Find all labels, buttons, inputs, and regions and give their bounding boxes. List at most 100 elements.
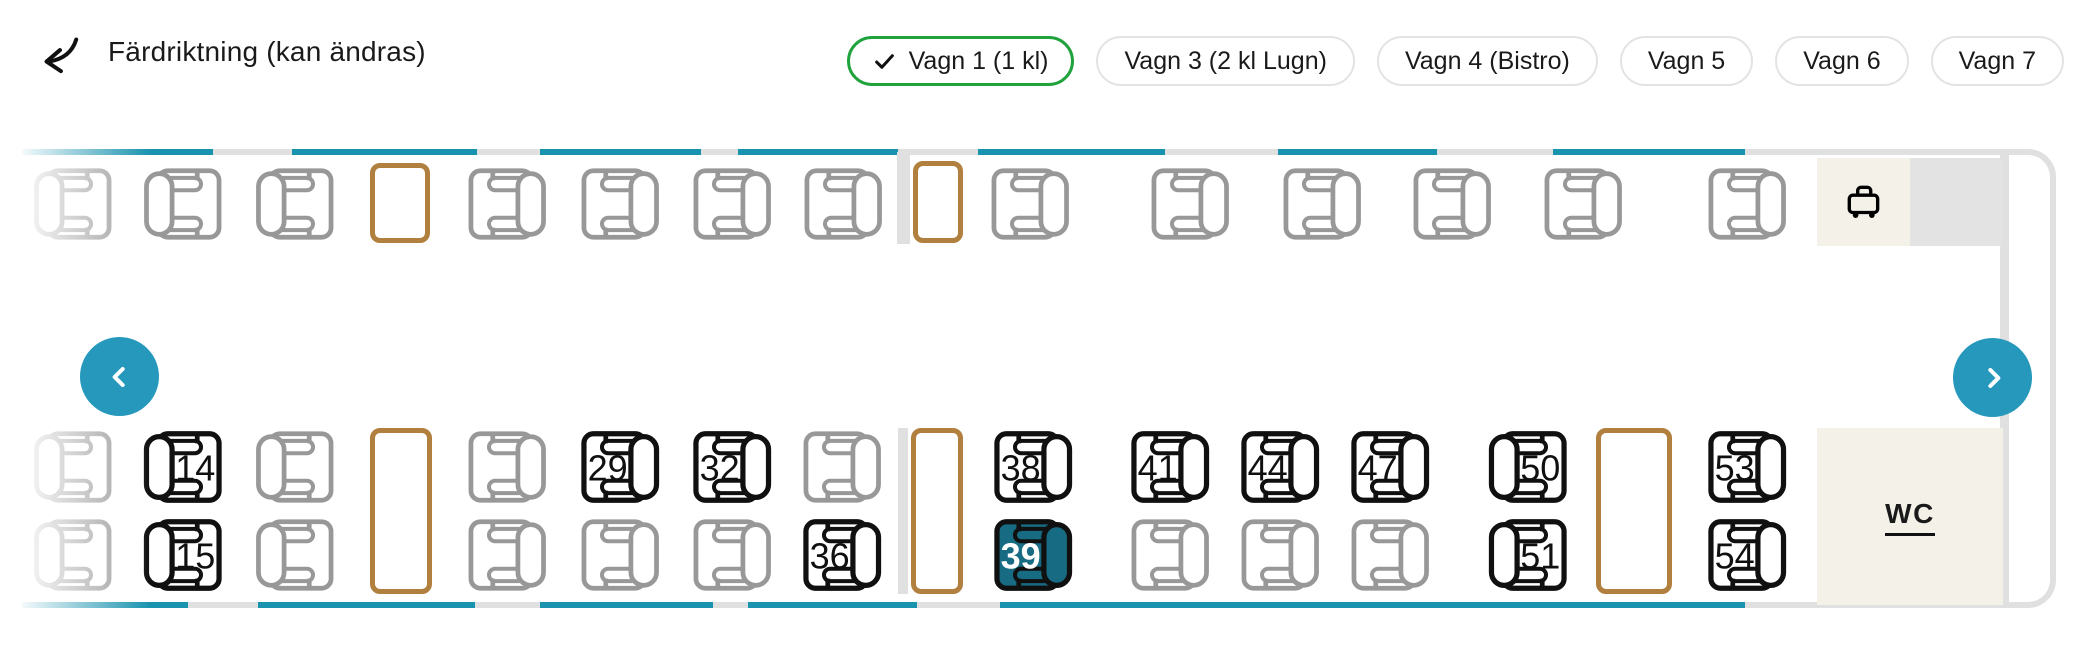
seat-unavailable [803, 167, 883, 241]
svg-text:41: 41 [1138, 447, 1178, 488]
seat-47[interactable]: 47 [1350, 430, 1430, 504]
tab-vagn-4-bistro[interactable]: Vagn 4 (Bistro) [1376, 36, 1598, 86]
table [370, 163, 430, 243]
seat-unavailable [33, 518, 113, 592]
window-segment [213, 149, 292, 155]
carriage-tabs: Vagn 1 (1 kl) Vagn 3 (2 kl Lugn) Vagn 4 (B… [846, 36, 2064, 86]
seat-unavailable [580, 167, 660, 241]
tab-label: Vagn 5 [1647, 46, 1726, 75]
table [370, 428, 432, 594]
tab-label: Vagn 6 [1803, 46, 1881, 75]
svg-text:54: 54 [1715, 535, 1755, 576]
luggage-area [1817, 158, 1910, 246]
seat-unavailable [1282, 167, 1362, 241]
seat-unavailable [990, 167, 1070, 241]
seat-unavailable [467, 430, 547, 504]
seat-15[interactable]: 15 [143, 518, 223, 592]
window-segment [1437, 149, 1553, 155]
seat-unavailable [1707, 167, 1787, 241]
chevron-right-icon [1987, 367, 2000, 388]
svg-text:36: 36 [810, 535, 850, 576]
header: Färdriktning (kan ändras) [36, 28, 426, 76]
seat-51[interactable]: 51 [1488, 518, 1568, 592]
check-icon [874, 53, 894, 69]
table [1596, 428, 1672, 594]
seat-unavailable [33, 167, 113, 241]
back-button[interactable] [36, 29, 82, 75]
seat-unavailable [33, 430, 113, 504]
seat-unavailable [1412, 167, 1492, 241]
seat-unavailable [692, 167, 772, 241]
window-segment [1745, 602, 2010, 608]
seat-53[interactable]: 53 [1707, 430, 1787, 504]
window-segment [701, 149, 738, 155]
partition-wall [898, 428, 908, 594]
seat-unavailable [467, 167, 547, 241]
svg-text:15: 15 [175, 535, 215, 576]
svg-text:47: 47 [1358, 447, 1398, 488]
seat-38[interactable]: 38 [993, 430, 1073, 504]
tab-vagn-3-2-kl-lugn[interactable]: Vagn 3 (2 kl Lugn) [1096, 36, 1355, 86]
tab-vagn-6[interactable]: Vagn 6 [1775, 36, 1909, 86]
carriage-end-shell [1964, 149, 2056, 608]
window-segment [475, 602, 540, 608]
window-segment [898, 149, 978, 155]
luggage-icon [1847, 185, 1879, 218]
page-title: Färdriktning (kan ändras) [108, 36, 426, 67]
tab-label: Vagn 1 (1 kl) [908, 46, 1049, 75]
seat-50[interactable]: 50 [1488, 430, 1568, 504]
svg-text:32: 32 [700, 447, 740, 488]
seat-unavailable [467, 518, 547, 592]
window-segment [22, 149, 1745, 155]
seat-unavailable [143, 167, 223, 241]
seat-54[interactable]: 54 [1707, 518, 1787, 592]
tab-vagn-1-1-kl[interactable]: Vagn 1 (1 kl) [846, 36, 1075, 86]
seat-32[interactable]: 32 [692, 430, 772, 504]
seat-unavailable [580, 518, 660, 592]
scroll-left-button[interactable] [80, 337, 159, 416]
seat-36[interactable]: 36 [802, 518, 882, 592]
svg-text:14: 14 [175, 447, 215, 488]
seat-unavailable [692, 518, 772, 592]
seat-unavailable [255, 518, 335, 592]
vestibule-area [1910, 158, 2002, 246]
seat-unavailable [1240, 518, 1320, 592]
chevron-left-icon [112, 366, 125, 387]
tab-label: Vagn 3 (2 kl Lugn) [1124, 46, 1327, 75]
window-segment [477, 149, 540, 155]
window-segment [1745, 149, 2010, 155]
back-arrow-icon [44, 37, 79, 74]
tab-label: Vagn 7 [1958, 46, 2036, 75]
seat-unavailable [1150, 167, 1230, 241]
wc-area: WC [1817, 428, 2003, 605]
svg-text:44: 44 [1248, 447, 1288, 488]
svg-text:50: 50 [1520, 447, 1560, 488]
window-segment [917, 602, 1000, 608]
seat-unavailable [255, 430, 335, 504]
seat-unavailable [255, 167, 335, 241]
seat-unavailable [1350, 518, 1430, 592]
svg-text:29: 29 [588, 447, 628, 488]
window-segment [1165, 149, 1278, 155]
seat-29[interactable]: 29 [580, 430, 660, 504]
seat-unavailable [1130, 518, 1210, 592]
window-segment [188, 602, 258, 608]
svg-text:53: 53 [1715, 447, 1755, 488]
svg-text:51: 51 [1520, 535, 1560, 576]
window-segment [713, 602, 748, 608]
scroll-right-button[interactable] [1953, 338, 2032, 417]
tab-label: Vagn 4 (Bistro) [1404, 46, 1570, 75]
seat-44[interactable]: 44 [1240, 430, 1320, 504]
seat-unavailable [802, 430, 882, 504]
seat-14[interactable]: 14 [143, 430, 223, 504]
seat-unavailable [1543, 167, 1623, 241]
wc-label: WC [1885, 498, 1935, 536]
tab-vagn-7[interactable]: Vagn 7 [1930, 36, 2064, 86]
window-segment [22, 602, 1745, 608]
seat-39[interactable]: 39 [993, 518, 1073, 592]
svg-text:38: 38 [1001, 447, 1041, 488]
svg-text:39: 39 [1001, 535, 1041, 576]
seat-41[interactable]: 41 [1130, 430, 1210, 504]
tab-vagn-5[interactable]: Vagn 5 [1619, 36, 1754, 86]
